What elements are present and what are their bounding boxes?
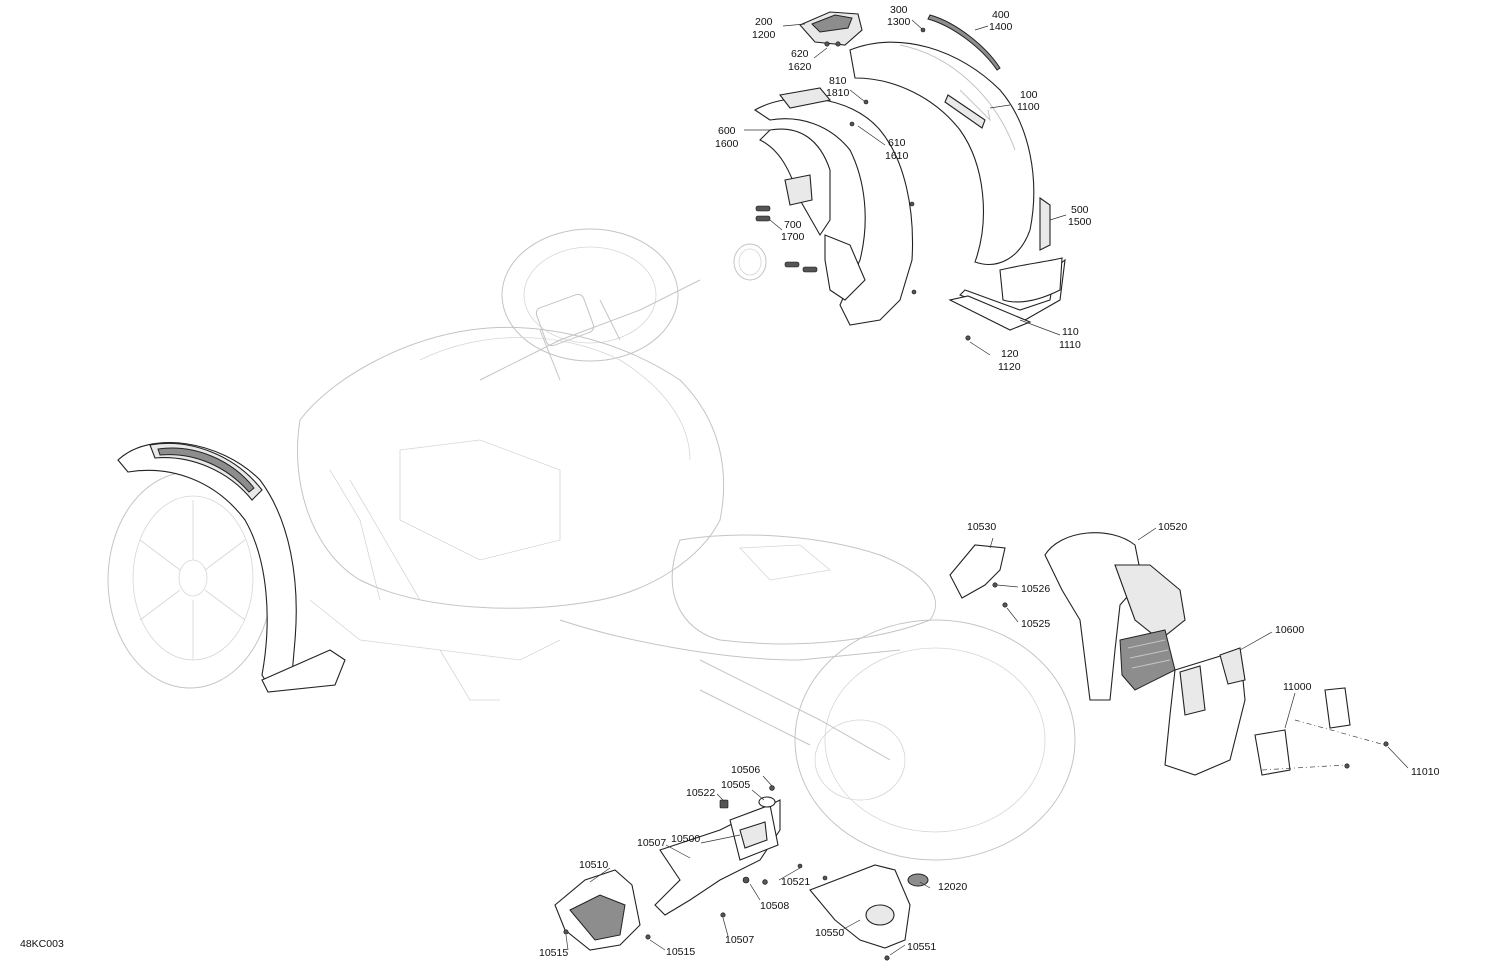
callout-810-b: 1810 [826,87,850,99]
callout-10522: 10522 [686,787,715,799]
callout-610-a: 610 [888,137,906,149]
vehicle-outline [107,228,1076,861]
callout-700-b: 1700 [781,231,805,243]
callout-10515-left: 10515 [539,947,568,959]
callout-120-b: 1120 [998,361,1021,373]
callout-300-b: 1300 [887,16,911,28]
callout-200-a: 200 [755,16,773,28]
callout-500-b: 1500 [1068,216,1092,228]
callout-300-a: 300 [890,4,908,16]
callout-10526: 10526 [1021,583,1050,595]
callout-10520: 10520 [1158,521,1187,533]
callout-500-a: 500 [1071,204,1089,216]
callout-10525: 10525 [1021,618,1050,630]
callout-10600: 10600 [1275,624,1304,636]
leader-lines [565,19,1409,956]
callout-700-a: 700 [784,219,802,231]
callout-120-a: 120 [1001,348,1019,360]
callout-110-b: 1110 [1059,339,1081,351]
callout-10506: 10506 [731,764,760,776]
callout-10551: 10551 [907,941,936,953]
diagram-id-label: 48KC003 [20,938,64,950]
callout-10521: 10521 [781,876,810,888]
callout-10550: 10550 [815,927,844,939]
callout-labels: 200 1200 300 1300 400 1400 620 1620 810 … [539,4,1440,959]
callout-400-a: 400 [992,9,1010,21]
callout-11010: 11010 [1411,766,1440,778]
callout-600-b: 1600 [715,138,739,150]
callout-10505: 10505 [721,779,750,791]
callout-10510: 10510 [579,859,608,871]
callout-100-a: 100 [1020,89,1038,101]
callout-10500: 10500 [671,833,700,845]
callout-12020: 12020 [938,881,967,893]
front-fender-assembly [753,11,1066,341]
callout-600-a: 600 [718,125,736,137]
callout-11000: 11000 [1283,681,1312,693]
callout-10515-right: 10515 [666,946,695,958]
front-left-fender [117,442,346,693]
callout-610-b: 1610 [885,150,909,162]
callout-620-b: 1620 [788,61,812,73]
lower-bracket-assembly [554,785,929,961]
callout-200-b: 1200 [752,29,776,41]
rear-assembly [949,532,1389,776]
callout-10507-upper: 10507 [637,837,666,849]
callout-110-a: 110 [1062,326,1079,338]
callout-620-a: 620 [791,48,809,60]
callout-400-b: 1400 [989,21,1013,33]
callout-10507-lower: 10507 [725,934,754,946]
callout-10508: 10508 [760,900,789,912]
callout-810-a: 810 [829,75,847,87]
callout-10530: 10530 [967,521,996,533]
callout-100-b: 1100 [1017,101,1040,113]
